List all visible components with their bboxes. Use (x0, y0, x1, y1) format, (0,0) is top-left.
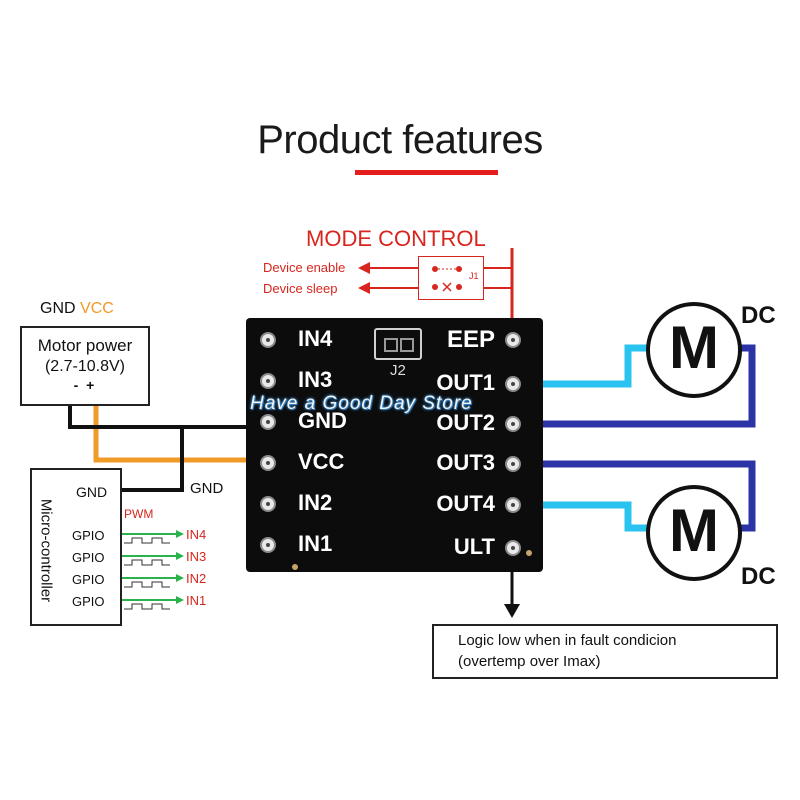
jumper-j1-label: J1 (469, 271, 479, 281)
motor-power-range: (2.7-10.8V) (44, 358, 126, 375)
pin-hole (260, 496, 276, 512)
device-sleep-label: Device sleep (263, 281, 338, 296)
pin-hole (260, 537, 276, 553)
board-solder-pad (526, 550, 532, 556)
pin-hole (505, 416, 521, 432)
jumper-j2-label: J2 (390, 362, 406, 379)
out4-wire (515, 501, 652, 532)
sleep-arrowhead (358, 282, 370, 294)
jumper-pin-icon (384, 338, 398, 352)
ult-arrowhead (504, 604, 520, 618)
pin-label-in1: IN1 (298, 531, 333, 556)
microcontroller-gnd-label: GND (76, 484, 108, 500)
pin-hole (260, 455, 276, 471)
motor-power-title: Motor power (37, 336, 133, 355)
gnd-wire (68, 405, 262, 429)
gpio-in3-label: IN3 (186, 549, 207, 564)
pin-hole (505, 456, 521, 472)
pwm-pulse-icons (124, 537, 170, 610)
pin-label-out3: OUT3 (436, 450, 495, 475)
out2-wire (515, 344, 756, 428)
pin-label-in2: IN2 (298, 490, 333, 515)
fault-line-1: Logic low when in fault condicion (458, 632, 677, 649)
motor-power-vcc-label: VCC (80, 300, 114, 317)
pwm-label: PWM (124, 507, 154, 521)
pin-label-gnd: GND (298, 408, 347, 433)
pin-hole (505, 540, 521, 556)
gpio-label: GPIO (72, 594, 105, 609)
pin-hole (260, 414, 276, 430)
motor-power-gnd-label: GND (40, 300, 76, 317)
device-enable-label: Device enable (263, 260, 346, 275)
motor-power-box: Motor power (2.7-10.8V) - + (20, 326, 150, 406)
enable-arrowhead (358, 262, 370, 274)
fault-line-2: (overtemp over Imax) (458, 653, 601, 670)
vcc-wire (93, 405, 262, 463)
motor-1-dc-label: DC (741, 302, 776, 329)
pin-hole (260, 373, 276, 389)
board-solder-pad (292, 564, 298, 570)
gpio-in1-label: IN1 (186, 593, 207, 608)
gpio-in4-label: IN4 (186, 527, 207, 542)
gpio-label: GPIO (72, 550, 105, 565)
gpio-in2-label: IN2 (186, 571, 207, 586)
pin-label-in4: IN4 (298, 326, 333, 351)
pin-label-vcc: VCC (298, 449, 345, 474)
pin-label-eep: EEP (446, 326, 495, 353)
motor-power-header: GND VCC (40, 300, 114, 318)
motor-2-icon: M (646, 485, 742, 581)
out1-wire (515, 344, 652, 388)
pin-hole (505, 332, 521, 348)
motor-power-polarity: - + (73, 377, 97, 393)
gpio-label: GPIO (72, 528, 105, 543)
gpio-label: GPIO (72, 572, 105, 587)
out3-wire (515, 460, 756, 532)
jumper-j1-diagram: J1 (418, 256, 484, 300)
pin-label-out2: OUT2 (436, 410, 495, 435)
jumper-j2 (374, 328, 422, 360)
pin-hole (260, 332, 276, 348)
jumper-pin-icon (400, 338, 414, 352)
microcontroller-box: Micro-controller GND GPIO GPIO GPIO GPIO (30, 468, 122, 626)
microcontroller-label: Micro-controller (37, 498, 55, 603)
page-title: Product features (257, 118, 543, 162)
watermark: Have a Good Day Store (250, 393, 473, 414)
gnd-wire-label: GND (190, 480, 224, 497)
pin-label-out4: OUT4 (436, 491, 495, 516)
title-underline (355, 170, 498, 175)
pin-hole (505, 497, 521, 513)
pin-label-ult: ULT (453, 534, 495, 559)
mode-control-label: MODE CONTROL (306, 226, 486, 251)
fault-description-box: Logic low when in fault condicion (overt… (432, 624, 778, 679)
motor-1-icon: M (646, 302, 742, 398)
pin-hole (505, 376, 521, 392)
motor-2-dc-label: DC (741, 563, 776, 590)
pin-label-in3: IN3 (298, 367, 333, 392)
driver-board: IN4 IN3 GND VCC IN2 IN1 EEP OUT1 OUT2 OU… (246, 318, 543, 572)
gpio-arrows (120, 533, 180, 601)
jumper-j1-icon (432, 266, 462, 292)
gnd-wire-micro (120, 427, 184, 492)
pin-label-out1: OUT1 (436, 370, 495, 395)
